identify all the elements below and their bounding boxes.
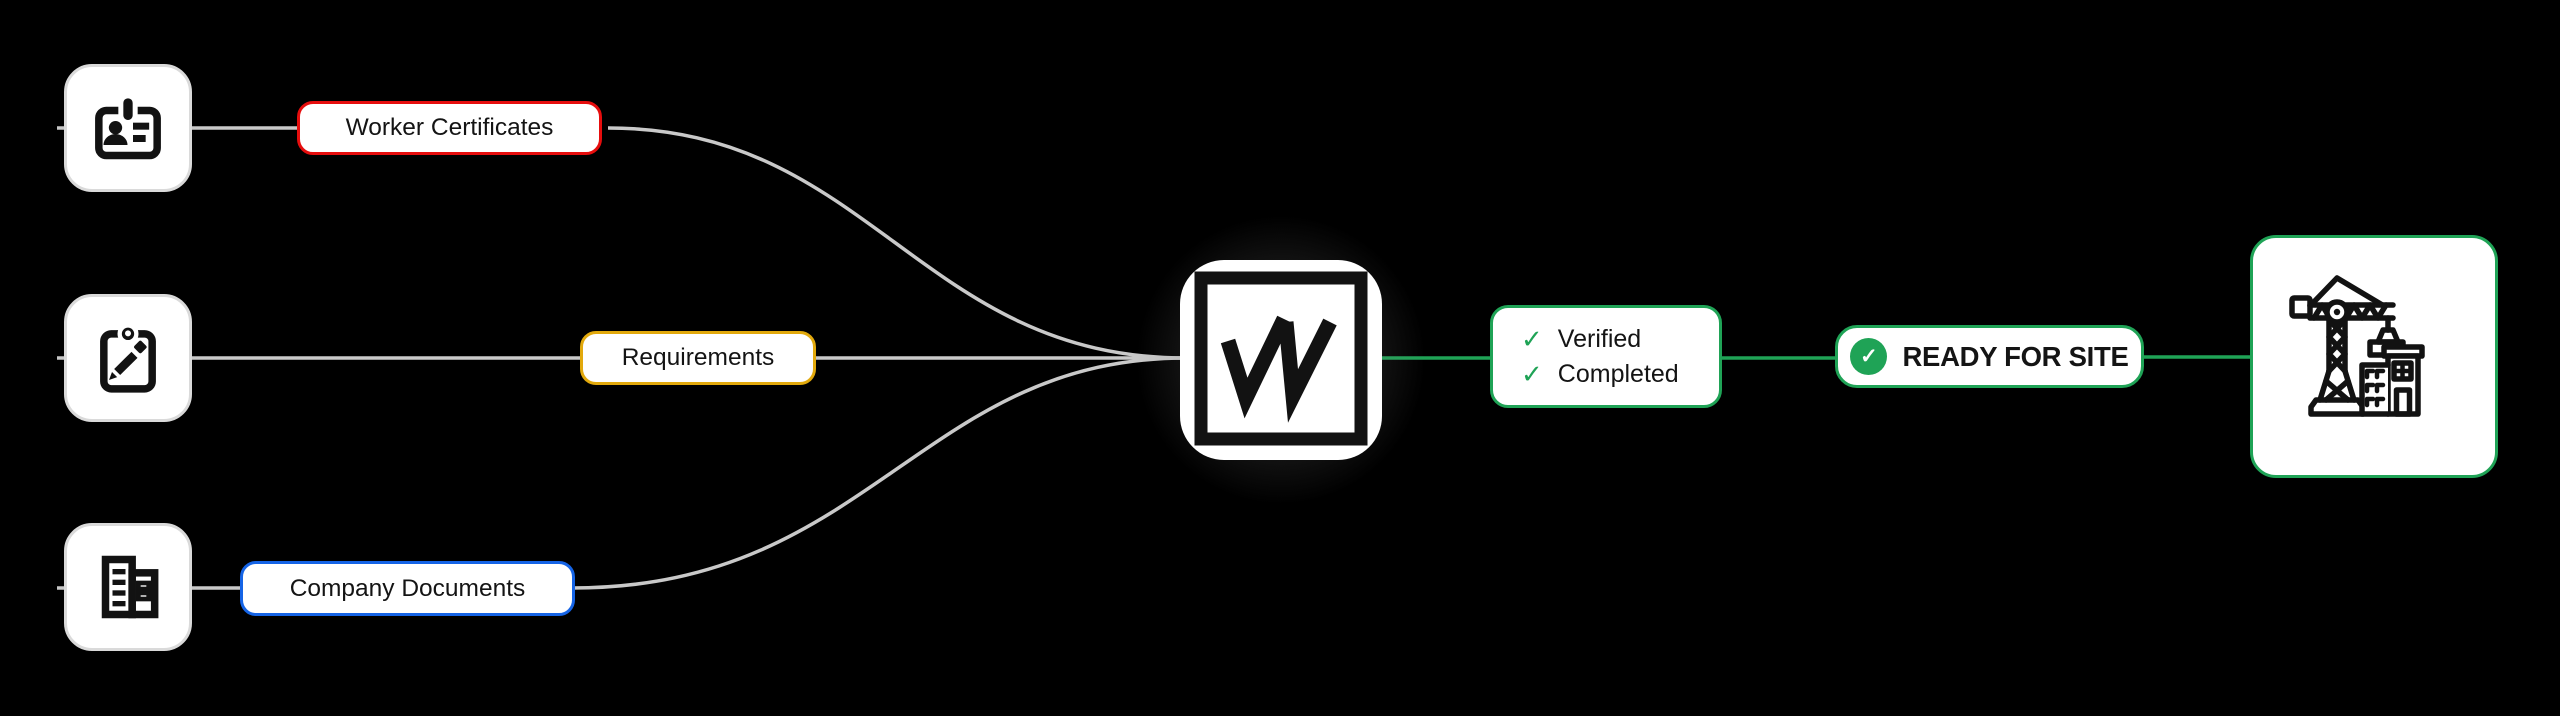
status-item-label: Completed xyxy=(1557,359,1679,388)
office-building-icon xyxy=(101,555,159,619)
status-card: ✓ Verified ✓ Completed xyxy=(1490,305,1722,408)
check-icon: ✓ xyxy=(1521,324,1543,354)
w-logo xyxy=(1194,271,1368,446)
requirements-label: Requirements xyxy=(580,331,816,385)
construction-site-node xyxy=(2250,235,2498,478)
worker-certificates-card xyxy=(64,64,192,192)
connector-worker-label-to-hub xyxy=(607,126,1187,360)
worker-certificates-label: Worker Certificates xyxy=(297,101,602,155)
w-logo-node xyxy=(1180,260,1382,460)
construction-site-icon xyxy=(2289,274,2425,417)
clipboard-pencil-icon xyxy=(100,323,156,393)
status-item-completed: ✓ Completed xyxy=(1521,361,1719,387)
check-icon: ✓ xyxy=(1521,359,1543,389)
id-badge-icon xyxy=(95,93,161,160)
company-documents-card xyxy=(64,523,192,651)
status-item-verified: ✓ Verified xyxy=(1521,326,1719,352)
company-documents-label-text: Company Documents xyxy=(289,574,526,602)
ready-for-site-badge: ✓ READY FOR SITE xyxy=(1835,325,2144,388)
check-circle-icon: ✓ xyxy=(1850,338,1888,375)
ready-for-site-label: READY FOR SITE xyxy=(1902,340,2129,372)
connector-company-label-to-hub xyxy=(571,356,1187,590)
worker-certificates-label-text: Worker Certificates xyxy=(345,114,554,141)
status-item-label: Verified xyxy=(1557,324,1642,353)
requirements-card xyxy=(64,294,192,422)
requirements-label-text: Requirements xyxy=(621,344,775,371)
company-documents-label: Company Documents xyxy=(240,561,575,616)
